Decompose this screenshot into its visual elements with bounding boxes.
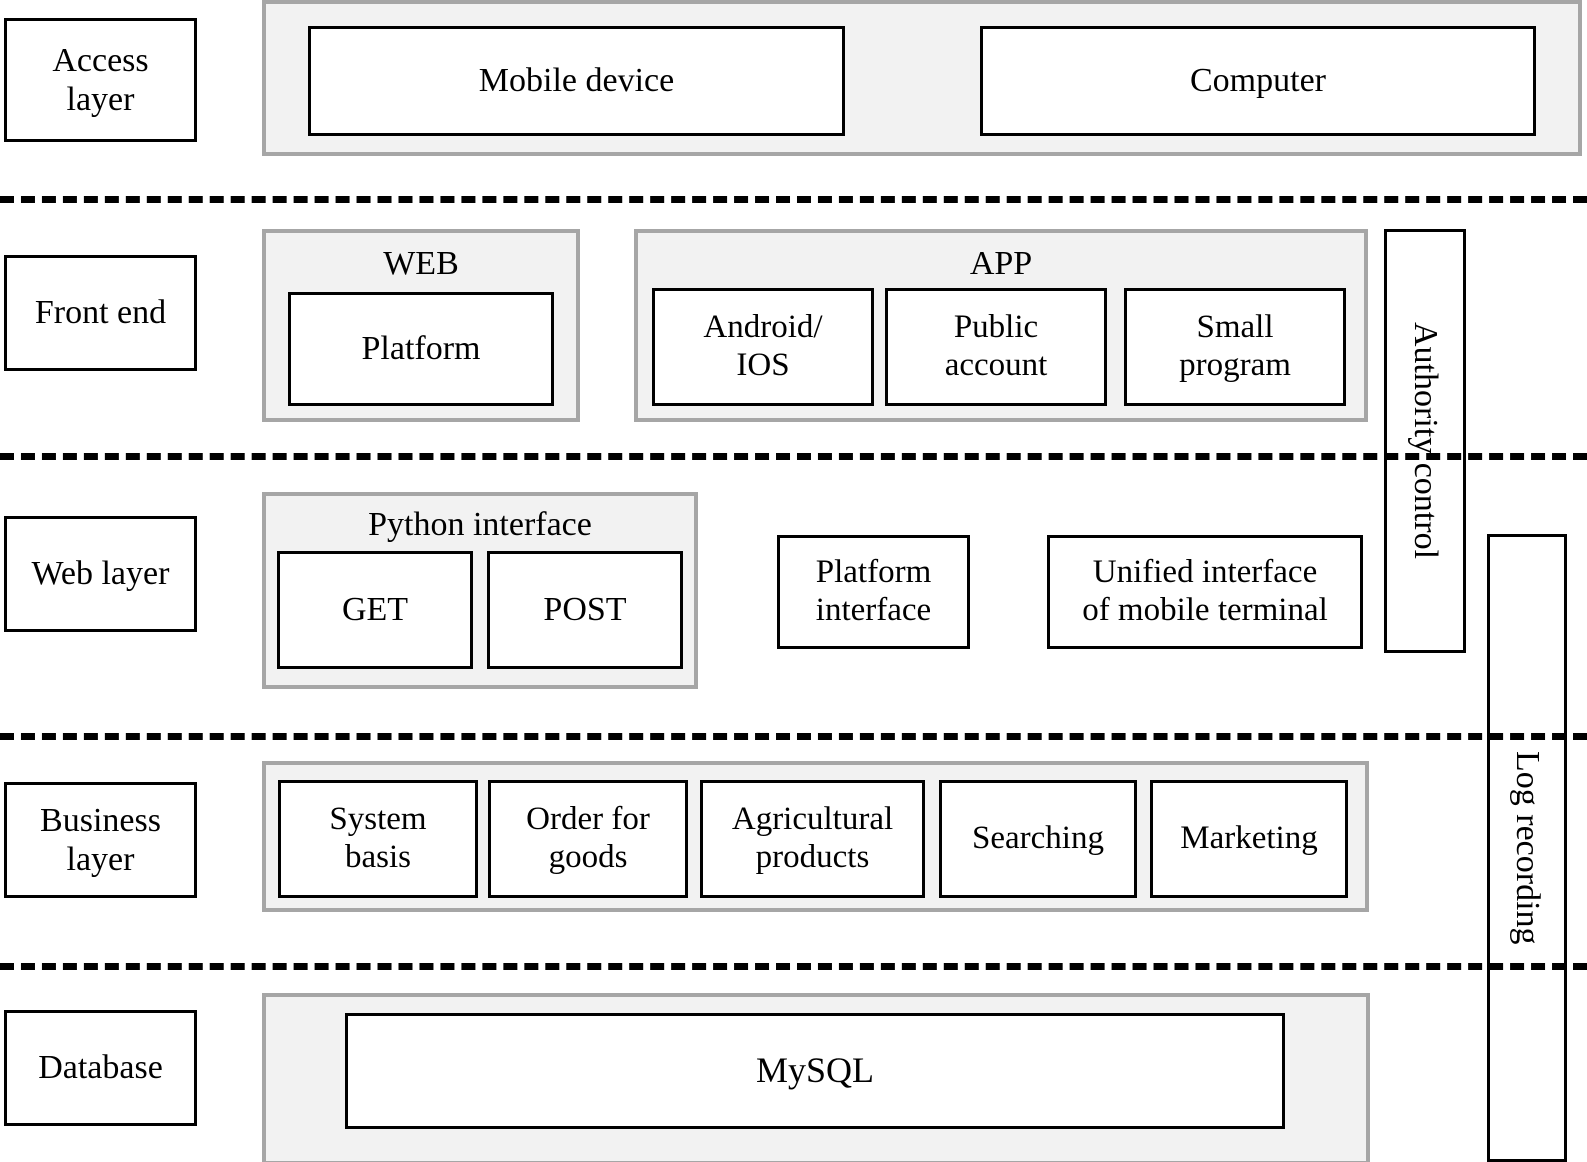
database-box-mysql[interactable]: MySQL bbox=[345, 1013, 1285, 1129]
front-end-box-platform[interactable]: Platform bbox=[288, 292, 554, 406]
web-box-post-label: POST bbox=[543, 591, 627, 629]
authority-control-label: Authority control bbox=[1407, 322, 1444, 560]
business-box-agricultural-products-line1: Agricultural bbox=[731, 801, 894, 838]
business-box-order-for-goods-line2: goods bbox=[548, 839, 628, 875]
web-box-platform-interface-line1: Platform bbox=[815, 554, 932, 591]
python-interface-group-title: Python interface bbox=[368, 506, 592, 543]
front-end-box-public-account-line1: Public bbox=[953, 309, 1039, 346]
log-recording-label: Log recording bbox=[1509, 751, 1546, 945]
layer-label-business-line1: Business bbox=[40, 801, 161, 839]
access-box-mobile-device[interactable]: Mobile device bbox=[308, 26, 845, 136]
front-end-box-android-ios[interactable]: Android/ IOS bbox=[652, 288, 874, 406]
layer-label-web-layer-text: Web layer bbox=[31, 555, 170, 593]
business-box-agricultural-products[interactable]: Agricultural products bbox=[700, 780, 925, 898]
layer-label-access-line1: Access bbox=[52, 41, 149, 79]
access-box-computer-label: Computer bbox=[1190, 62, 1326, 100]
front-end-box-public-account[interactable]: Public account bbox=[885, 288, 1107, 406]
layer-label-web-layer: Web layer bbox=[4, 516, 197, 632]
web-box-unified-interface-line2: of mobile terminal bbox=[1082, 592, 1328, 628]
layer-label-access: Access layer bbox=[4, 18, 197, 142]
layer-label-front-end-text: Front end bbox=[34, 294, 167, 332]
web-box-platform-interface-line2: interface bbox=[815, 592, 932, 628]
layer-divider-3 bbox=[0, 733, 1587, 740]
layer-label-database-text: Database bbox=[38, 1049, 163, 1087]
business-box-marketing[interactable]: Marketing bbox=[1150, 780, 1348, 898]
business-box-system-basis-line1: System bbox=[329, 801, 427, 838]
layer-label-front-end: Front end bbox=[4, 255, 197, 371]
layer-divider-1 bbox=[0, 196, 1587, 203]
layer-label-business-line2: layer bbox=[66, 841, 135, 878]
web-box-platform-interface[interactable]: Platform interface bbox=[777, 535, 970, 649]
database-box-mysql-label: MySQL bbox=[755, 1050, 875, 1091]
log-recording-box[interactable]: Log recording bbox=[1487, 534, 1567, 1162]
business-box-system-basis-line2: basis bbox=[345, 839, 411, 875]
layer-label-database: Database bbox=[4, 1010, 197, 1126]
web-box-get[interactable]: GET bbox=[277, 551, 473, 669]
business-box-agricultural-products-line2: products bbox=[755, 839, 870, 875]
layer-label-business: Business layer bbox=[4, 782, 197, 898]
business-box-order-for-goods-line1: Order for bbox=[526, 801, 650, 838]
front-end-box-small-program-line2: program bbox=[1179, 347, 1291, 383]
front-end-box-android-ios-line2: IOS bbox=[736, 347, 790, 383]
front-end-box-small-program-line1: Small bbox=[1196, 309, 1274, 346]
business-box-order-for-goods[interactable]: Order for goods bbox=[488, 780, 688, 898]
app-group-title: APP bbox=[969, 245, 1033, 282]
business-box-system-basis[interactable]: System basis bbox=[278, 780, 478, 898]
web-box-unified-interface-line1: Unified interface bbox=[1092, 554, 1318, 591]
layer-divider-2 bbox=[0, 453, 1587, 460]
layer-label-access-line2: layer bbox=[66, 81, 135, 118]
business-box-marketing-label: Marketing bbox=[1180, 820, 1318, 857]
business-box-searching[interactable]: Searching bbox=[939, 780, 1137, 898]
web-box-unified-interface[interactable]: Unified interface of mobile terminal bbox=[1047, 535, 1363, 649]
access-box-mobile-device-label: Mobile device bbox=[478, 62, 675, 100]
web-group-title: WEB bbox=[383, 245, 459, 282]
web-box-get-label: GET bbox=[341, 591, 409, 629]
authority-control-box[interactable]: Authority control bbox=[1384, 229, 1466, 653]
front-end-box-public-account-line2: account bbox=[944, 347, 1048, 383]
front-end-box-android-ios-line1: Android/ bbox=[703, 309, 823, 346]
business-box-searching-label: Searching bbox=[972, 820, 1104, 857]
layer-divider-4 bbox=[0, 963, 1587, 970]
web-box-post[interactable]: POST bbox=[487, 551, 683, 669]
access-box-computer[interactable]: Computer bbox=[980, 26, 1536, 136]
front-end-box-small-program[interactable]: Small program bbox=[1124, 288, 1346, 406]
front-end-box-platform-label: Platform bbox=[361, 330, 481, 368]
